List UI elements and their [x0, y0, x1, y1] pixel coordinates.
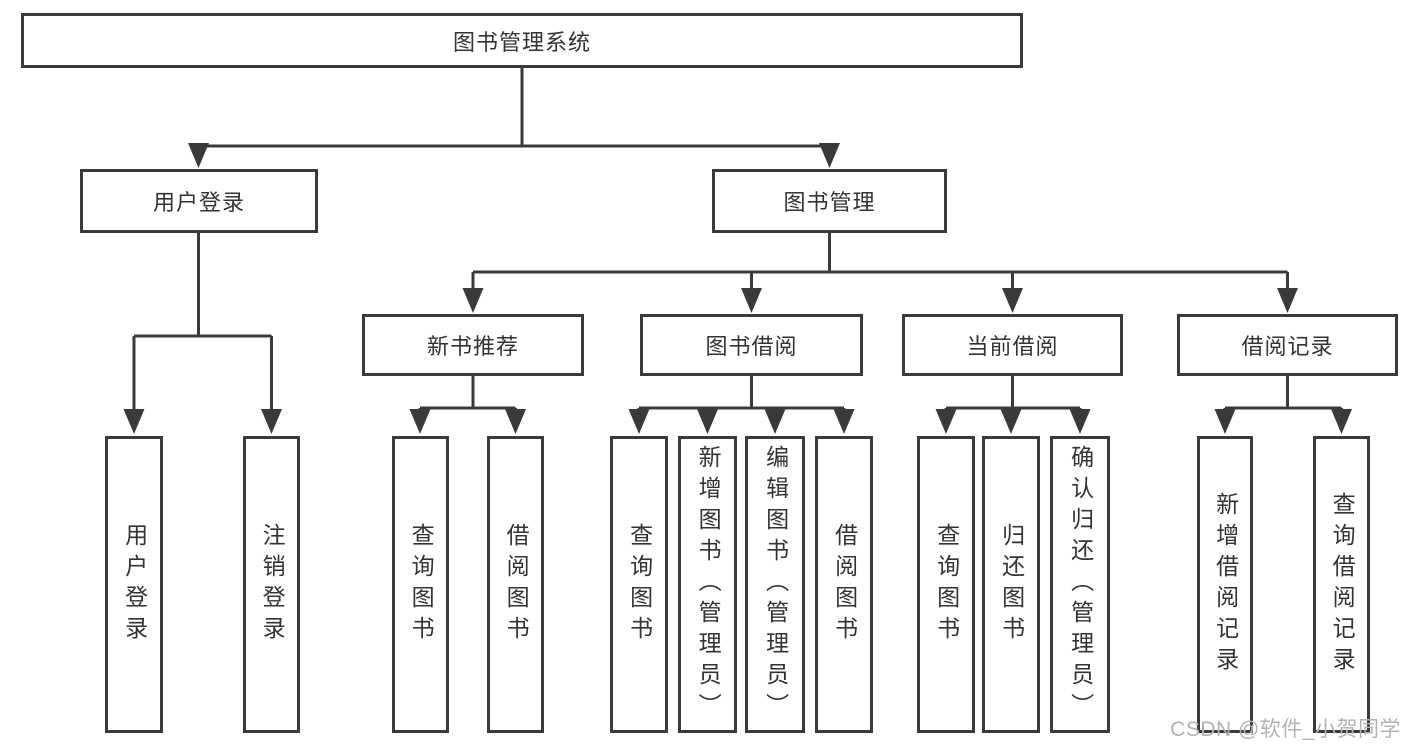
arrow-down-icon [188, 143, 209, 168]
arrow-down-icon [409, 409, 431, 434]
node-confirm-return-admin: 确认归还（管理员） [1050, 436, 1110, 733]
connector-path [197, 68, 831, 148]
arrow-down-icon [935, 409, 957, 434]
arrow-down-icon [628, 409, 650, 434]
node-query-borrow-record: 查询借阅记录 [1313, 436, 1370, 733]
node-add-borrow-record: 新增借阅记录 [1197, 436, 1253, 733]
node-user-login: 用户登录 [80, 169, 318, 233]
node-return-book: 归还图书 [982, 436, 1040, 733]
arrow-down-icon [1000, 409, 1022, 434]
arrow-down-icon [1002, 288, 1023, 313]
csdn-watermark: CSDN @软件_小贺同学 [1170, 718, 1401, 741]
connector-path [637, 376, 846, 412]
arrow-down-icon [462, 288, 484, 313]
node-book-management: 图书管理 [712, 169, 947, 233]
connector-book-management-to-level3 [462, 233, 1298, 313]
connector-path [418, 376, 517, 412]
connector-new-book-recommend-to-children [409, 376, 526, 434]
connector-borrow-records-to-children [1214, 376, 1352, 434]
node-book-borrow: 图书借阅 [640, 314, 863, 376]
connector-book-borrow-to-children [628, 376, 855, 434]
arrow-down-icon [123, 409, 145, 434]
arrow-down-icon [764, 409, 786, 434]
arrow-down-icon [697, 409, 718, 434]
connector-path [944, 376, 1082, 412]
node-borrow-books-recommend: 借阅图书 [487, 436, 544, 733]
connector-path [132, 233, 273, 412]
node-library-management-system: 图书管理系统 [21, 13, 1023, 68]
arrow-down-icon [819, 143, 840, 168]
arrow-down-icon [833, 409, 855, 434]
node-query-books-current: 查询图书 [917, 436, 975, 733]
node-query-books-recommend: 查询图书 [392, 436, 449, 733]
connector-path [1223, 376, 1343, 412]
node-borrow-records: 借阅记录 [1177, 314, 1398, 376]
connector-root-to-level2 [188, 68, 840, 168]
node-new-book-recommend: 新书推荐 [362, 314, 584, 376]
node-current-borrow: 当前借阅 [902, 314, 1123, 376]
node-add-book-admin: 新增图书（管理员） [678, 436, 737, 733]
node-query-books-borrow: 查询图书 [610, 436, 668, 733]
arrow-down-icon [261, 409, 282, 434]
arrow-down-icon [1331, 409, 1352, 434]
arrow-down-icon [1214, 409, 1236, 434]
node-user-login-leaf: 用户登录 [105, 436, 163, 733]
connector-user-login-to-children [123, 233, 282, 434]
node-borrow-books-leaf: 借阅图书 [815, 436, 873, 733]
node-edit-book-admin: 编辑图书（管理员） [745, 436, 805, 733]
arrow-down-icon [1069, 409, 1091, 434]
arrow-down-icon [1277, 288, 1298, 313]
arrow-down-icon [741, 288, 762, 313]
connector-path [471, 233, 1289, 291]
node-logout: 注销登录 [243, 436, 300, 733]
connector-current-borrow-to-children [935, 376, 1091, 434]
arrow-down-icon [505, 409, 526, 434]
